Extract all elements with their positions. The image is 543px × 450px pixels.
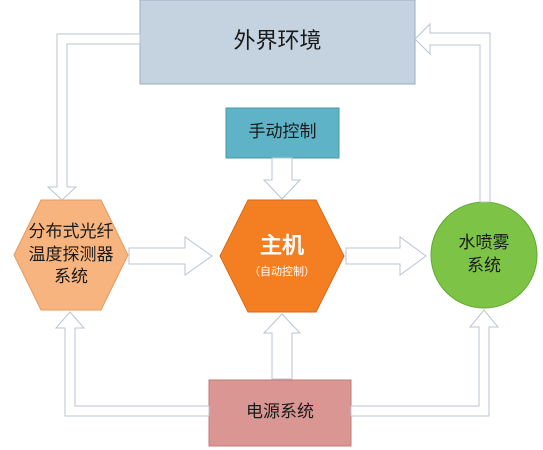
host-label: 主机 （自动控制）	[220, 200, 344, 312]
sensor-system-label: 分布式光纤 温度探测器 系统	[14, 200, 128, 310]
spray-label-line2: 系统	[467, 256, 501, 276]
manual-control-label: 手动控制	[226, 108, 339, 158]
spray-label-line1: 水喷雾	[458, 233, 510, 254]
manual-control-node	[225, 107, 340, 159]
environment-node	[139, 0, 416, 85]
arrow-sensor-to-host	[128, 236, 213, 276]
power-system-node	[208, 379, 352, 447]
power-system-label: 电源系统	[209, 380, 351, 446]
power-system-label-text: 电源系统	[246, 402, 314, 423]
manual-control-label-text: 手动控制	[248, 122, 317, 143]
sensor-label-line2: 温度探测器	[28, 244, 114, 265]
environment-label: 外界环境	[140, 0, 415, 84]
arrow-host-to-spray	[345, 236, 427, 276]
sensor-label-line3: 系统	[54, 267, 88, 288]
spray-system-label: 水喷雾 系统	[431, 202, 537, 308]
sensor-system-node	[13, 199, 129, 311]
host-node	[219, 199, 345, 313]
arrow-manual-to-host	[262, 157, 302, 200]
arrow-power-to-host	[262, 313, 302, 380]
arrow-power-to-sensor	[54, 311, 210, 417]
host-title: 主机	[259, 234, 304, 260]
environment-label-text: 外界环境	[233, 29, 322, 55]
arrow-power-to-spray	[350, 309, 500, 417]
arrow-spray-to-environment	[414, 22, 491, 203]
host-sublabel: （自动控制）	[249, 264, 315, 278]
sensor-label-line1: 分布式光纤	[28, 221, 114, 242]
arrow-environment-to-sensor	[46, 33, 141, 201]
